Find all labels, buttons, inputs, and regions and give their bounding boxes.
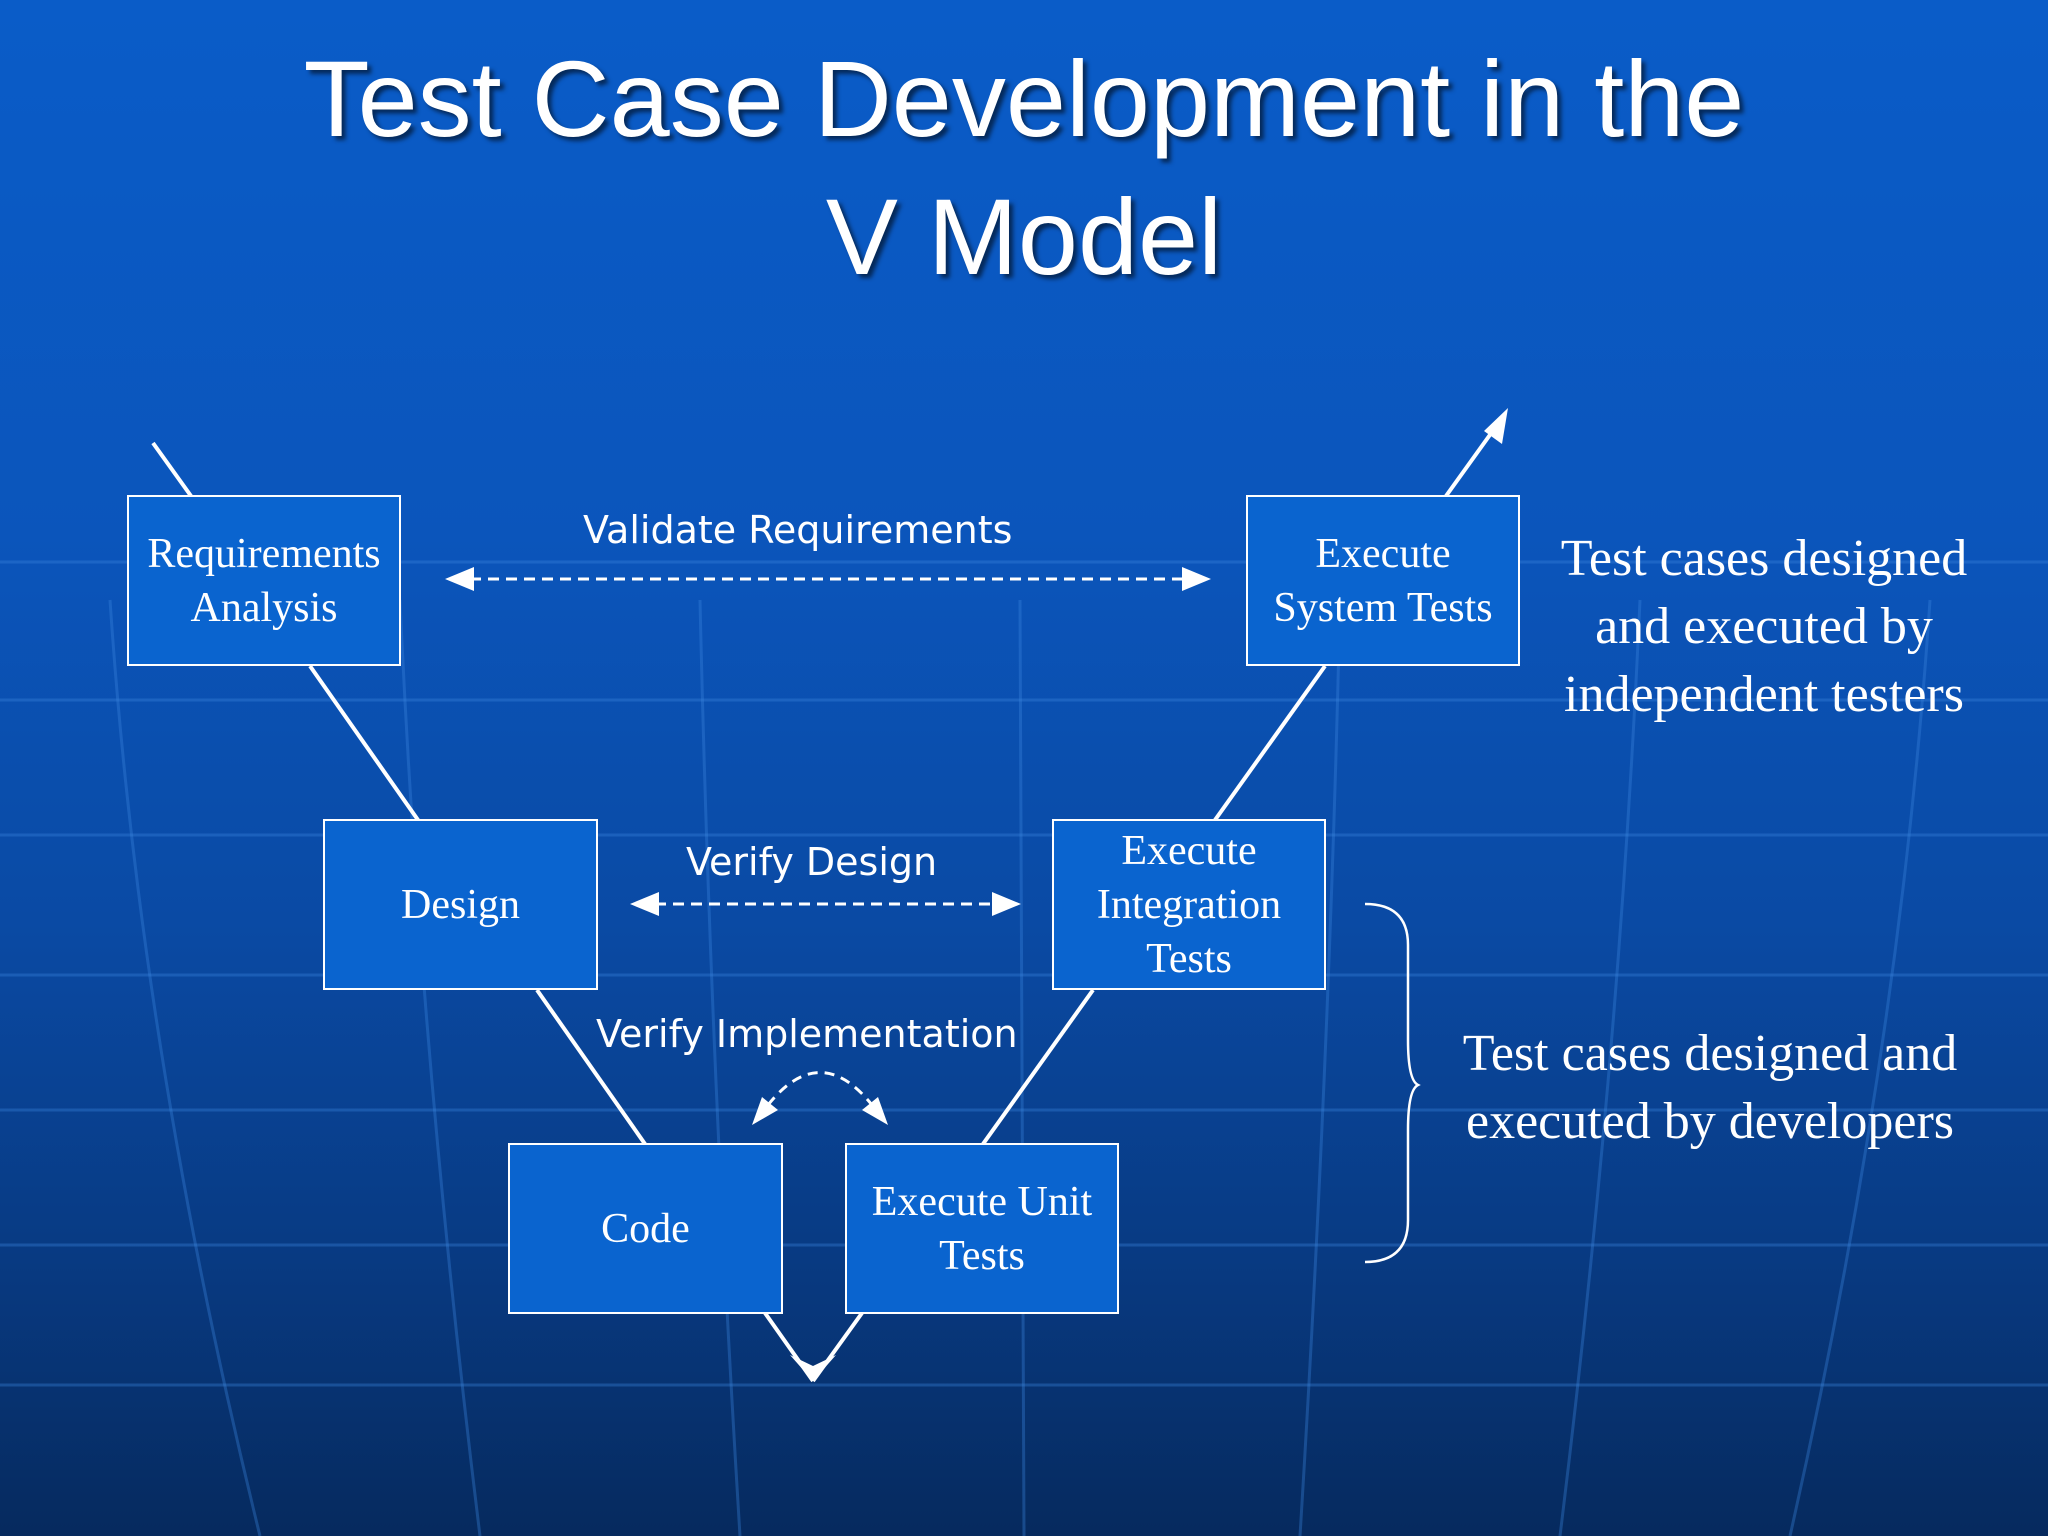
verify-implementation-arrow bbox=[766, 1071, 874, 1106]
execute-system-tests-box: Execute System Tests bbox=[1246, 495, 1520, 666]
execute-system-tests-label: Execute System Tests bbox=[1273, 530, 1493, 631]
validate-arrowhead-left bbox=[445, 567, 474, 591]
v-line-entry bbox=[151, 441, 193, 498]
design-label: Design bbox=[401, 881, 520, 928]
verify-design-label: Verify Design bbox=[686, 840, 938, 884]
code-label: Code bbox=[601, 1205, 690, 1252]
verify-design-arrowhead-right bbox=[992, 892, 1021, 916]
execute-unit-tests-box: Execute Unit Tests bbox=[845, 1143, 1119, 1314]
v-line-design-code bbox=[535, 988, 647, 1146]
v-line-requirements-design bbox=[308, 664, 420, 822]
slide-title: Test Case Development in the V Model bbox=[0, 30, 2048, 306]
design-box: Design bbox=[323, 819, 598, 990]
validate-arrowhead-right bbox=[1182, 567, 1211, 591]
execute-integration-tests-label: Execute Integration Tests bbox=[1096, 827, 1282, 982]
bottom-arrowhead bbox=[790, 1355, 836, 1381]
requirements-analysis-label: Requirements Analysis bbox=[147, 530, 381, 631]
slide-title-line-2: V Model bbox=[825, 176, 1223, 297]
validate-requirements-label: Validate Requirements bbox=[583, 508, 1013, 552]
verify-design-arrowhead-left bbox=[630, 892, 659, 916]
developer-scope-brace bbox=[1364, 902, 1421, 1264]
exit-arrowhead bbox=[1484, 408, 1508, 444]
verify-implementation-arrowhead-left bbox=[752, 1097, 778, 1125]
verify-implementation-label: Verify Implementation bbox=[596, 1012, 1018, 1056]
developers-note: Test cases designed and executed by deve… bbox=[1462, 1025, 1958, 1150]
execute-integration-tests-box: Execute Integration Tests bbox=[1052, 819, 1326, 990]
independent-testers-note: Test cases designed and executed by inde… bbox=[1560, 530, 1968, 723]
slide-title-line-1: Test Case Development in the bbox=[303, 38, 1745, 159]
exit-arrow bbox=[1444, 430, 1494, 498]
v-line-integration-system bbox=[1213, 664, 1327, 822]
code-box: Code bbox=[508, 1143, 783, 1314]
v-line-unit-integration bbox=[981, 988, 1095, 1146]
requirements-analysis-box: Requirements Analysis bbox=[127, 495, 401, 666]
execute-unit-tests-label: Execute Unit Tests bbox=[871, 1178, 1093, 1279]
verify-implementation-arrowhead-right bbox=[862, 1097, 888, 1125]
